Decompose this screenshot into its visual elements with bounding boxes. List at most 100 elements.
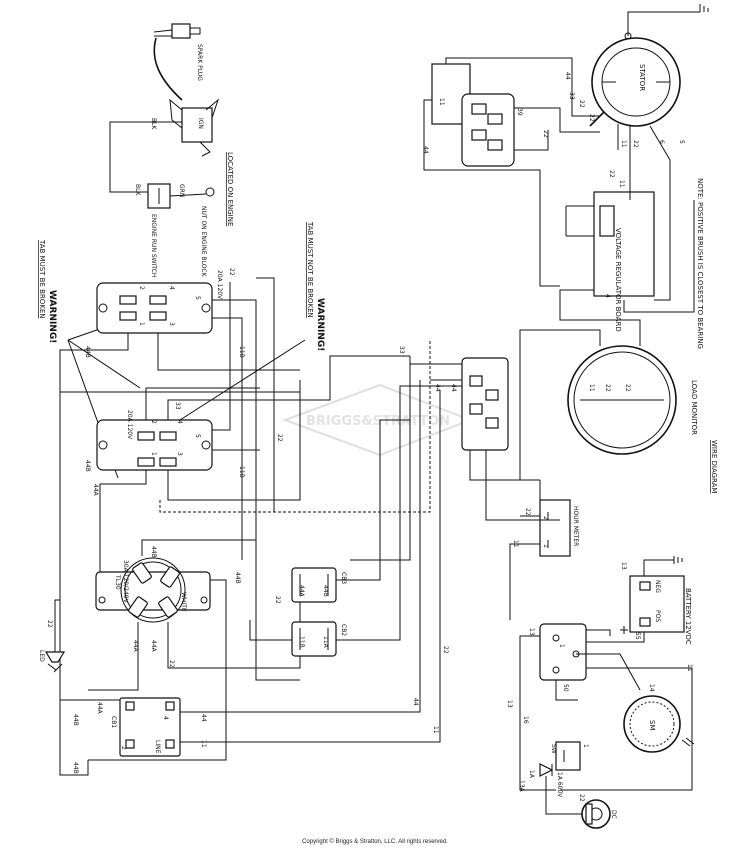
svg-text:WARNING!: WARNING! (315, 298, 325, 351)
svg-text:2: 2 (138, 286, 145, 290)
duplex-module (461, 357, 509, 451)
svg-text:13: 13 (528, 628, 535, 636)
led-indicator: LED (38, 650, 66, 673)
diode: 1A (528, 763, 554, 779)
voltage-regulator-board: VOLTAGE REGULATOR BOARD 4 22 11 (565, 170, 655, 332)
svg-text:CB2: CB2 (340, 624, 347, 636)
wire-blk-ign (109, 121, 182, 193)
svg-text:1: 1 (542, 544, 549, 548)
wire-label: 44 (200, 714, 207, 722)
svg-text:CB1: CB1 (110, 716, 117, 728)
svg-text:TAB MUST NOT BE BROKEN: TAB MUST NOT BE BROKEN (306, 221, 314, 318)
svg-text:VOLTAGE REGULATOR BOARD: VOLTAGE REGULATOR BOARD (614, 228, 622, 332)
starter-motor: SM (623, 695, 681, 753)
wire-label: 5 (678, 140, 685, 144)
svg-text:20A 120V: 20A 120V (216, 270, 223, 300)
svg-text:11B: 11B (298, 636, 305, 648)
engine-run-switch: ENGINE RUN SWITCH (147, 183, 171, 277)
ground-nut-icon (205, 187, 215, 197)
svg-text:DC: DC (610, 810, 617, 819)
wire-label: 44B (84, 460, 91, 472)
svg-text:LINE: LINE (154, 740, 161, 754)
svg-text:TAB MUST BE BROKEN: TAB MUST BE BROKEN (38, 239, 46, 319)
wire-label: 13A (518, 780, 525, 793)
svg-text:11A: 11A (322, 636, 329, 649)
svg-text:20A 120V: 20A 120V (126, 410, 133, 440)
svg-text:1: 1 (558, 644, 565, 648)
svg-text:22: 22 (604, 384, 611, 392)
svg-text:WARNING!: WARNING! (47, 290, 57, 343)
svg-text:39: 39 (516, 108, 523, 116)
wire-label: 44B (150, 546, 157, 558)
svg-text:BRIGGS&STRATTON: BRIGGS&STRATTON (306, 414, 450, 429)
svg-text:5: 5 (194, 296, 201, 300)
svg-text:3: 3 (168, 322, 175, 326)
wire-label: 44A (150, 640, 157, 653)
receptacle-30a-twistlock: 30A 120/240V TL30 WHITE (95, 557, 211, 623)
svg-text:ENGINE RUN SWITCH: ENGINE RUN SWITCH (150, 214, 157, 277)
svg-text:TL30: TL30 (114, 574, 121, 590)
svg-text:3: 3 (176, 452, 183, 456)
svg-text:BATTERY 12VDC: BATTERY 12VDC (684, 588, 692, 645)
diagram-title: WIRE DIAGRAM (710, 440, 718, 493)
receptacle-20a-upper: 2 4 1 3 5 20A 120V (96, 270, 223, 334)
starter-solenoid: 13 1 (528, 623, 587, 681)
hour-meter: HOUR METER 2 1 (539, 499, 579, 557)
wire-label: 22 (228, 268, 235, 276)
wire-label: 22 (274, 596, 281, 604)
wire-label: 16 (522, 716, 529, 724)
svg-text:11: 11 (588, 384, 595, 392)
wire-label: 33 (398, 346, 405, 354)
svg-text:22: 22 (578, 100, 585, 108)
svg-text:11: 11 (618, 180, 625, 188)
wire-label: 22 (276, 434, 283, 442)
wire-label: 22 (442, 646, 449, 654)
svg-text:22: 22 (542, 130, 549, 138)
wire-label: 11 (620, 140, 627, 148)
wire-label: 11 (200, 740, 207, 748)
svg-text:44B: 44B (322, 585, 329, 597)
svg-text:1A: 1A (528, 770, 535, 779)
wire-label: 44 (412, 698, 419, 706)
wire-label: BLK (150, 118, 157, 130)
svg-text:4: 4 (176, 420, 183, 424)
svg-text:2: 2 (542, 516, 549, 520)
circuit-breaker-cb3: CB3 44A 44B (291, 567, 347, 603)
svg-text:2: 2 (120, 746, 127, 750)
svg-text:4: 4 (604, 294, 611, 298)
svg-text:2: 2 (150, 420, 157, 424)
wire-label: 44 (434, 384, 441, 392)
warning-note-1: WARNING! TAB MUST BE BROKEN (38, 239, 141, 479)
svg-text:1: 1 (150, 452, 157, 456)
wire-label: 22 (632, 140, 639, 148)
wire-label: 44B (234, 572, 241, 584)
svg-text:NEG: NEG (654, 580, 661, 593)
wire-label: 55 (634, 632, 641, 640)
svg-text:4: 4 (162, 716, 169, 720)
wire-label: 50 (562, 684, 569, 692)
svg-text:11: 11 (438, 98, 445, 106)
svg-text:44: 44 (564, 72, 571, 80)
wire-label: 22 (524, 508, 531, 516)
wire-label: BLK (134, 184, 141, 196)
svg-text:LOAD MONITOR: LOAD MONITOR (690, 380, 698, 435)
control-board-top: 44 11 39 22 44 33 22 22 (422, 63, 595, 167)
switch-rating: 1A 600V (556, 772, 563, 798)
note-positive-brush: NOTE: POSITIVE BRUSH IS CLOSEST TO BEARI… (696, 178, 704, 349)
svg-text:5: 5 (194, 434, 201, 438)
wire-label: 44A (132, 640, 139, 653)
svg-text:22: 22 (588, 114, 595, 122)
ground-icon (699, 4, 709, 12)
svg-text:SPARK PLUG: SPARK PLUG (196, 44, 203, 81)
watermark: BRIGGS&STRATTON (282, 383, 473, 457)
svg-text:1: 1 (582, 744, 589, 748)
load-monitor: 11 22 22 LOAD MONITOR (567, 345, 698, 455)
wire-label: 14 (648, 684, 655, 692)
svg-text:IGN: IGN (197, 118, 204, 129)
svg-text:4: 4 (168, 286, 175, 290)
svg-text:WHITE: WHITE (180, 592, 187, 612)
note-nut-engine-block: NUT ON ENGINE BLOCK (200, 206, 207, 278)
start-switch: SW 1 (550, 741, 589, 771)
svg-text:44A: 44A (298, 585, 305, 598)
